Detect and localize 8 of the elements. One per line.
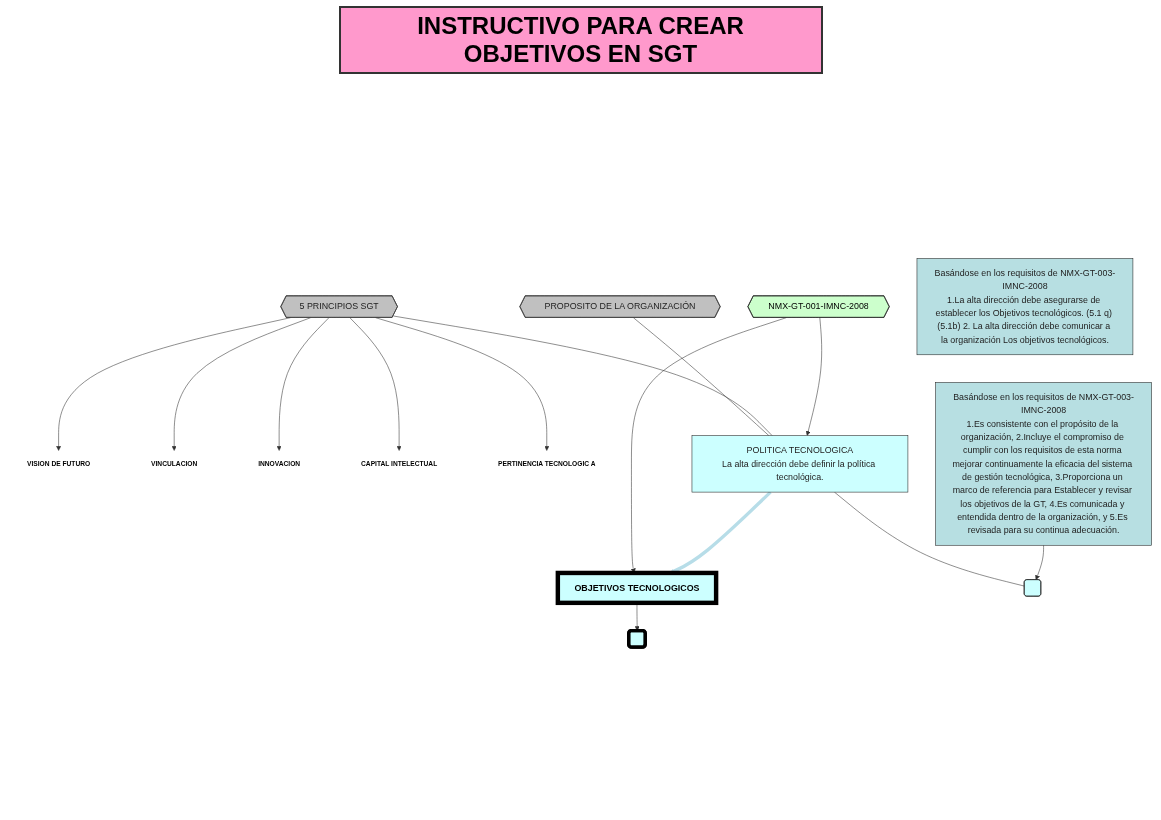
connector	[392, 315, 772, 437]
connector	[833, 492, 1025, 587]
node-box: POLITICA TECNOLOGICA La alta dirección debe definir la política tecnológica.	[691, 435, 908, 493]
connector	[632, 317, 769, 437]
node-box: OBJETIVOS TECNOLOGICOS	[555, 570, 718, 606]
node-box: Basándose en los requisitos de NMX-GT-003-IMNC-2008 1.Es consistente con el propósito de la organización, 2.Incluye el compromiso de cumplir con los requisitos de esta norma mejorar continuamente la eficacia del sistema de gestión tecnológica, 3.Proporciona un marco de referencia para Establecer y revisar los objetivos de la GT, 4.Es comunicada y entendida dentro de la organización, y 5.Es revisada para su continua adecuación.	[934, 382, 1152, 546]
node-box: Basándose en los requisitos de NMX-GT-003-IMNC-2008 1.La alta dirección debe asegurarse de establecer los Objetivos tecnológicos. (5.1 q) (5.1b) 2. La alta dirección debe comunicar a la organización Los objetivos tecnológicos.	[916, 258, 1133, 356]
diagram-title: INSTRUCTIVO PARA CREAR OBJETIVOS EN SGT	[338, 6, 823, 74]
